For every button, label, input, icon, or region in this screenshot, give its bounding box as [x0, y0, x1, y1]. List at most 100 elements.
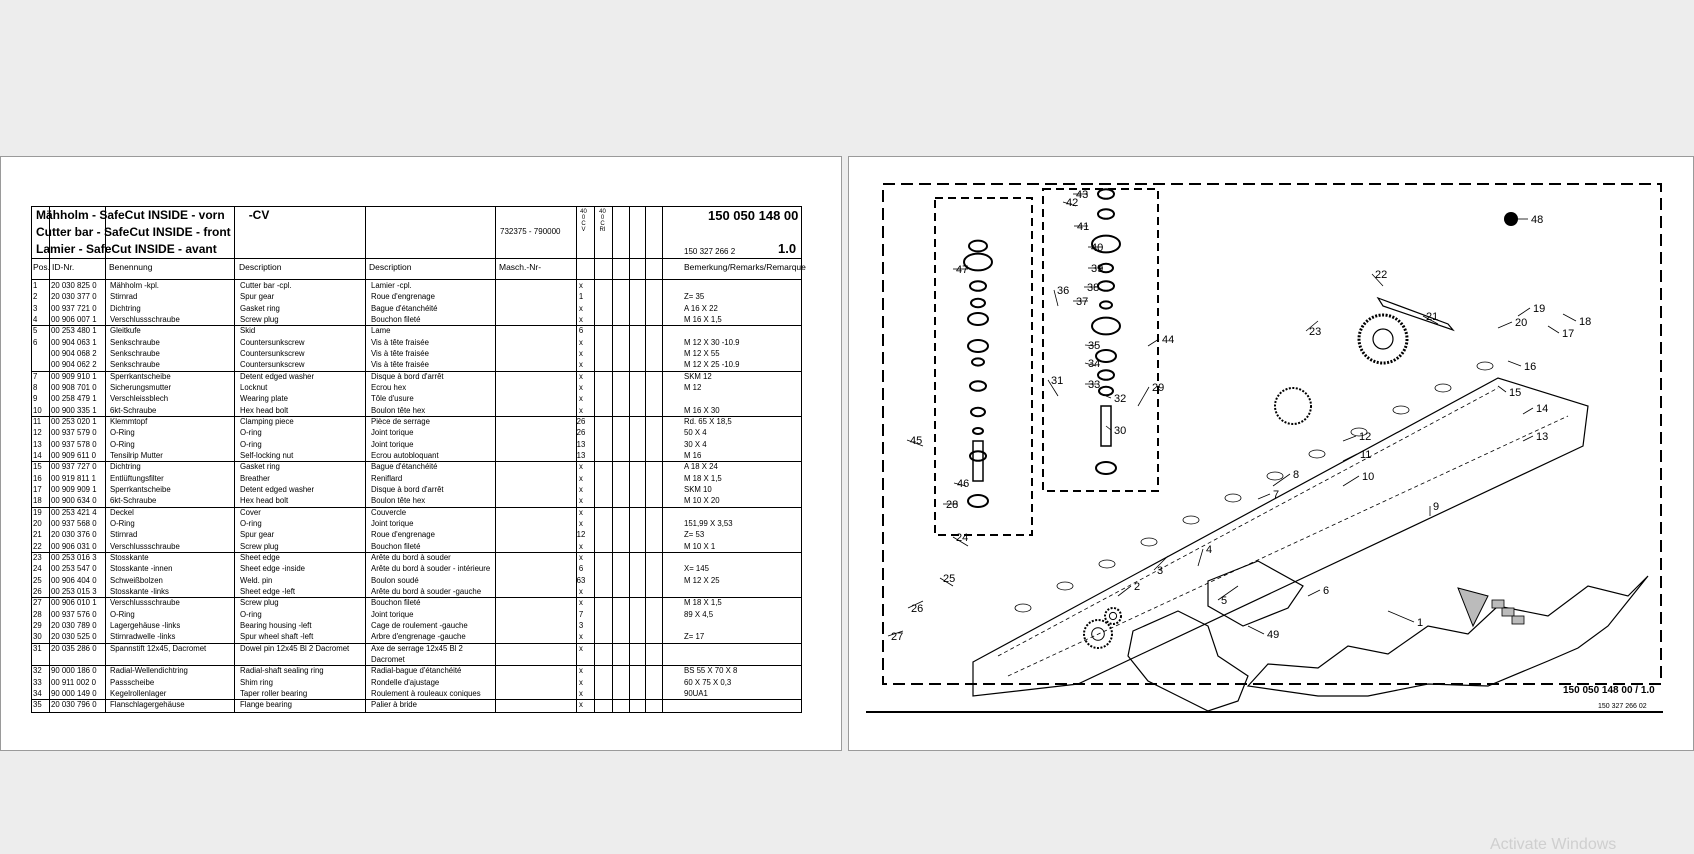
cell-description-en: Sheet edge -left — [240, 586, 296, 596]
cell-quantity: x — [579, 598, 583, 608]
cell-pos: 27 — [33, 598, 42, 608]
grid-line — [576, 206, 577, 712]
cell-benennung: 6kt-Schraube — [110, 496, 157, 506]
cell-id-number: 00 900 335 1 — [51, 405, 97, 415]
callout-leader — [1307, 589, 1321, 597]
cell-quantity: x — [579, 281, 583, 290]
cell-benennung: Verschlussschraube — [110, 314, 180, 324]
cell-quantity: x — [579, 371, 583, 381]
title-suffix: -CV — [248, 208, 270, 222]
cell-pos: 19 — [33, 507, 42, 517]
cell-description-fr: Bouchon fileté — [371, 314, 421, 324]
cell-description-en: Wearing plate — [240, 394, 288, 404]
cell-id-number: 00 937 568 0 — [51, 518, 97, 528]
callout-leader — [1084, 362, 1097, 367]
callout-31: 31 — [1051, 375, 1063, 387]
grid-line — [31, 370, 802, 372]
cell-id-number: 20 030 377 0 — [51, 292, 97, 302]
cell-pos: 22 — [33, 541, 42, 551]
bearing-part — [1097, 280, 1115, 292]
bearing-part — [969, 380, 987, 392]
cell-description-fr: Arête du bord à souder - intérieure — [371, 564, 491, 574]
cell-pos: 29 — [33, 620, 42, 630]
cell-description-fr: Palier à bride — [371, 700, 417, 710]
cell-description-fr: Radial-bague d'étanchéité — [371, 666, 462, 676]
variant-label-1: 400CV — [580, 209, 587, 233]
cell-description-fr: Boulon soudé — [371, 575, 419, 585]
cell-quantity: x — [579, 382, 583, 392]
callout-leader — [1217, 585, 1239, 601]
cell-pos: 2 — [33, 292, 38, 302]
cell-pos: 21 — [33, 530, 42, 540]
callout-42: 42 — [1066, 197, 1078, 209]
callout-leader — [1547, 325, 1560, 334]
callout-21: 21 — [1426, 311, 1438, 323]
disc-seat — [1308, 449, 1326, 459]
callout-leader — [907, 600, 924, 609]
col-pos: Pos. — [33, 262, 51, 272]
cell-description-fr: Bouchon fileté — [371, 598, 421, 608]
grid-line — [365, 206, 366, 712]
cell-description-fr: Lame — [371, 326, 391, 336]
callout-leader — [952, 536, 969, 547]
cell-quantity: 13 — [576, 439, 586, 449]
cell-pos: 8 — [33, 382, 38, 392]
cell-remarks: M 18 X 1,5 — [684, 598, 722, 608]
cell-remarks: M 16 X 30 — [684, 405, 720, 415]
cell-remarks: Z= 35 — [684, 292, 705, 302]
cell-description-en: Spur gear — [240, 530, 275, 540]
gear-hub — [1091, 627, 1105, 641]
cell-quantity: 26 — [576, 428, 586, 438]
detail-box-left — [934, 197, 1033, 536]
cell-benennung: Stosskante -links — [110, 586, 169, 596]
cell-description-fr: Reniflard — [371, 473, 403, 483]
bearing-part — [969, 280, 987, 292]
callout-leader — [906, 439, 924, 447]
bearing-part — [1097, 188, 1115, 200]
cell-benennung: O-Ring — [110, 609, 135, 619]
disc-seat — [1182, 515, 1200, 525]
cell-description-en: Shim ring — [240, 677, 273, 687]
cell-description-en: Countersunkscrew — [240, 360, 305, 370]
grid-line — [31, 206, 32, 712]
cell-remarks: M 12 X 55 — [684, 348, 720, 358]
callout-leader — [953, 482, 967, 487]
cell-quantity: x — [579, 552, 583, 562]
col-description-fr: Description — [369, 262, 412, 272]
grid-line — [31, 506, 802, 508]
cell-quantity: x — [579, 632, 583, 642]
cell-description-en: Gasket ring — [240, 462, 280, 472]
cell-remarks: A 18 X 24 — [684, 462, 718, 472]
cell-description-fr: Joint torique — [371, 439, 414, 449]
disc-seat — [1056, 581, 1074, 591]
grid-line — [31, 712, 802, 713]
grid-line — [31, 699, 802, 701]
cell-quantity: x — [579, 541, 583, 551]
cell-description-fr: Axe de serrage 12x45 Bl 2 — [371, 643, 463, 653]
cell-benennung: Verschlussschraube — [110, 598, 180, 608]
cell-id-number: 00 906 010 1 — [51, 598, 97, 608]
callout-leader — [1047, 379, 1059, 397]
dot-48 — [1504, 212, 1518, 226]
cell-id-number: 00 919 811 1 — [51, 473, 96, 483]
callout-leader — [1422, 315, 1439, 325]
cell-pos: 30 — [33, 632, 42, 642]
cell-description-en: Bearing housing -left — [240, 620, 312, 630]
grid-line — [662, 206, 663, 712]
grid-line — [801, 206, 802, 712]
cell-pos: 34 — [33, 688, 42, 698]
cell-benennung: Lagergehäuse -links — [110, 620, 181, 630]
cell-benennung: Stirnrad — [110, 292, 138, 302]
cell-pos: 5 — [33, 326, 38, 336]
callout-49: 49 — [1267, 629, 1279, 641]
cell-description-fr: Couvercle — [371, 507, 407, 517]
table-row: Dacromet — [31, 654, 802, 665]
bearing-part — [1099, 300, 1113, 310]
